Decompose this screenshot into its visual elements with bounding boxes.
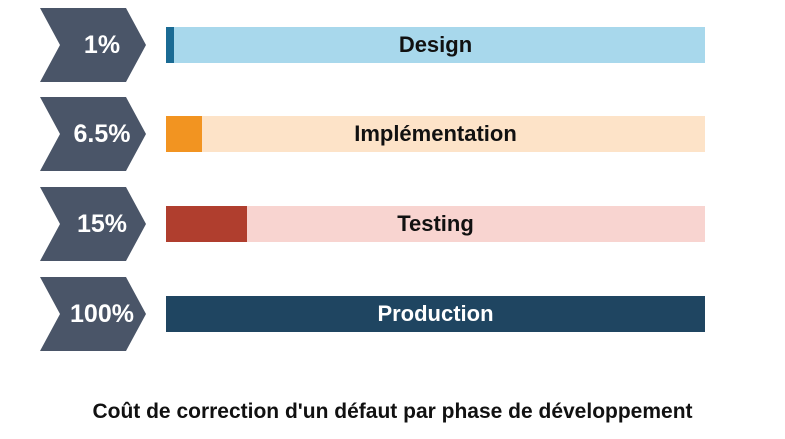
- percent-label: 6.5%: [73, 120, 131, 148]
- chevron-shape: [40, 187, 146, 261]
- bar-track: Testing: [166, 206, 705, 242]
- percent-label: 15%: [76, 210, 128, 238]
- bar-row: 1% Design: [0, 8, 785, 82]
- percent-label: 100%: [70, 300, 134, 328]
- chevron-shape: [40, 97, 146, 171]
- bar-track: Production: [166, 296, 705, 332]
- category-label: Design: [398, 32, 473, 57]
- category-label: Testing: [397, 211, 474, 236]
- chevron-arrow-icon: [40, 8, 146, 82]
- chevron-badge: 100%: [40, 277, 146, 351]
- bar-row: 6.5% Implémentation: [0, 97, 785, 171]
- chevron-shape: [40, 8, 146, 82]
- category-label: Production: [377, 301, 494, 326]
- chevron-badge: 6.5%: [40, 97, 146, 171]
- chevron-shape: [40, 277, 146, 351]
- bar-row: 100% Production: [0, 277, 785, 351]
- category-label: Implémentation: [354, 121, 517, 146]
- chevron-arrow-icon: [40, 277, 146, 351]
- chart-caption: Coût de correction d'un défaut par phase…: [92, 400, 693, 423]
- chevron-arrow-icon: [40, 97, 146, 171]
- bar-fill: [166, 27, 174, 63]
- bar-track: Design: [166, 27, 705, 63]
- bar-row: 15% Testing: [0, 187, 785, 261]
- chevron-badge: 1%: [40, 8, 146, 82]
- bar-fill: [166, 296, 705, 332]
- chevron-arrow-icon: [40, 187, 146, 261]
- bar-track: Implémentation: [166, 116, 705, 152]
- bar-fill: [166, 206, 247, 242]
- bar-fill: [166, 116, 202, 152]
- percent-label: 1%: [83, 31, 121, 59]
- chevron-badge: 15%: [40, 187, 146, 261]
